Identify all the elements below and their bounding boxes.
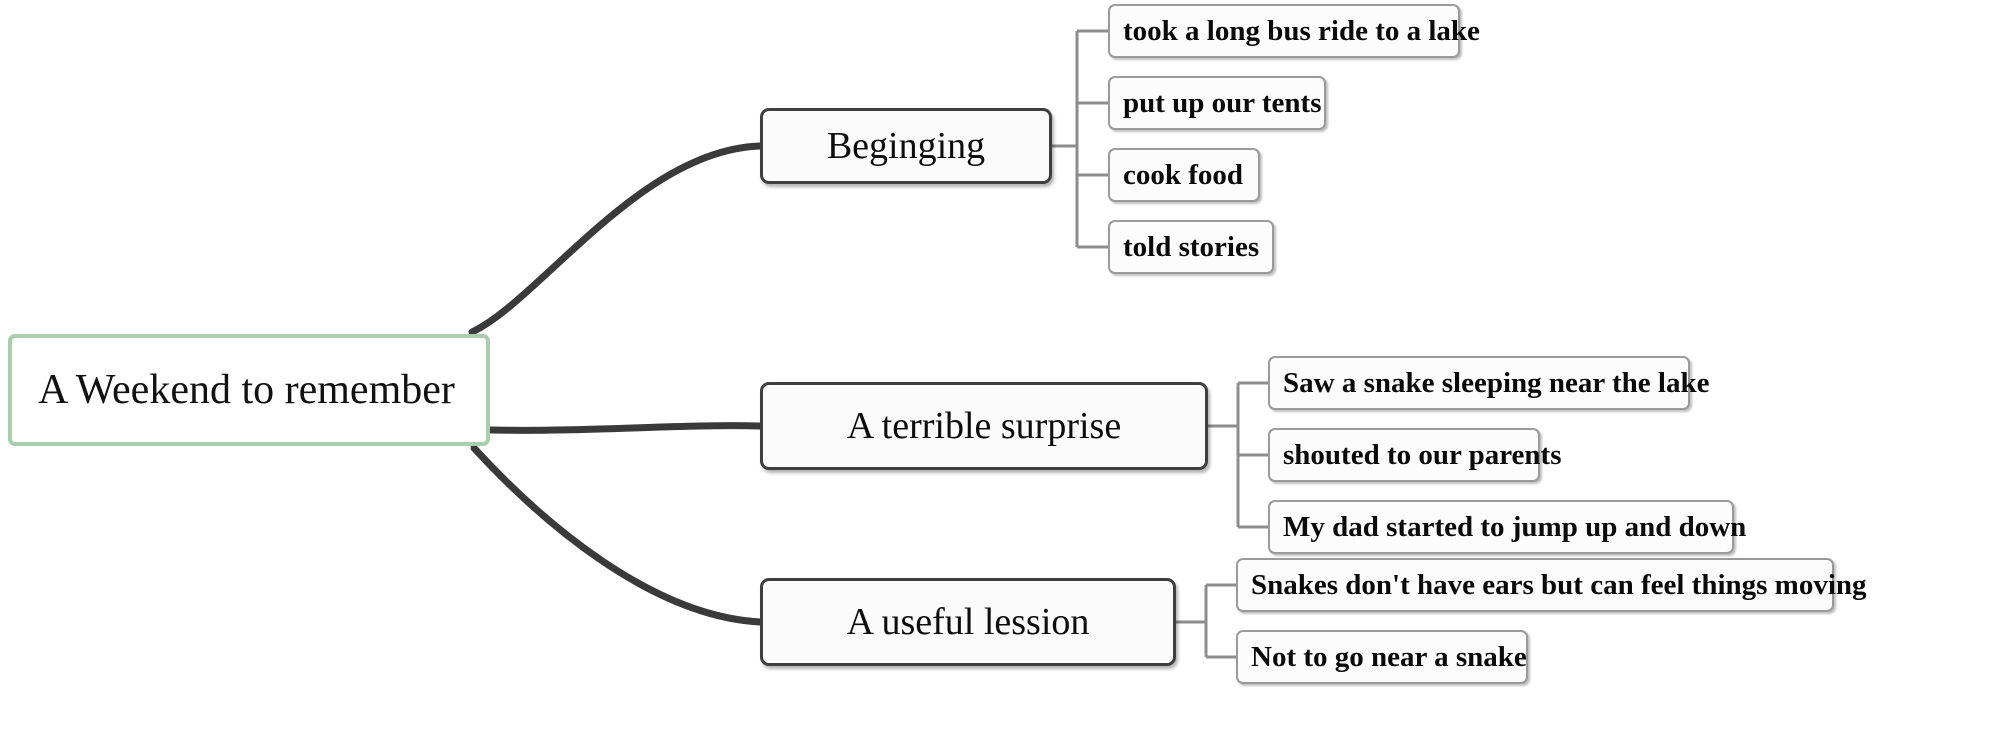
connector-root-to-branch-2 <box>470 444 764 626</box>
leaf-node-label: My dad started to jump up and down <box>1283 510 1747 543</box>
leaf-node[interactable]: shouted to our parents <box>1268 428 1562 482</box>
root-node-label: A Weekend to remember <box>38 367 455 413</box>
leaf-node[interactable]: Not to go near a snake <box>1236 630 1528 684</box>
leaf-node[interactable]: My dad started to jump up and down <box>1268 500 1746 554</box>
leaf-node-label: told stories <box>1123 230 1260 263</box>
leaf-node[interactable]: put up our tents <box>1108 76 1326 130</box>
leaf-node-label: shouted to our parents <box>1283 438 1562 471</box>
leaf-node-label: put up our tents <box>1123 86 1322 119</box>
leaf-node-label: Saw a snake sleeping near the lake <box>1283 366 1710 399</box>
branch-node-beginging[interactable]: Beginging <box>760 108 1052 184</box>
leaf-node[interactable]: Snakes don't have ears but can feel thin… <box>1236 558 1867 612</box>
connector-root-to-branch-1 <box>486 422 764 434</box>
leaf-node-label: cook food <box>1123 158 1244 191</box>
root-node[interactable]: A Weekend to remember <box>8 334 490 446</box>
connector-root-to-branch-0 <box>468 142 764 336</box>
leaf-node-label: took a long bus ride to a lake <box>1123 14 1480 47</box>
leaf-node[interactable]: took a long bus ride to a lake <box>1108 4 1480 58</box>
branch-node-label: Beginging <box>826 125 986 167</box>
leaf-node[interactable]: told stories <box>1108 220 1274 274</box>
leaf-node[interactable]: cook food <box>1108 148 1260 202</box>
leaf-node-label: Snakes don't have ears but can feel thin… <box>1251 568 1867 601</box>
branch-node-a-useful-lession[interactable]: A useful lession <box>760 578 1176 666</box>
leaf-node-label: Not to go near a snake <box>1251 640 1527 673</box>
branch-node-label: A useful lession <box>846 601 1090 643</box>
branch-node-label: A terrible surprise <box>846 405 1122 447</box>
leaf-node[interactable]: Saw a snake sleeping near the lake <box>1268 356 1709 410</box>
branch-node-a-terrible-surprise[interactable]: A terrible surprise <box>760 382 1208 470</box>
